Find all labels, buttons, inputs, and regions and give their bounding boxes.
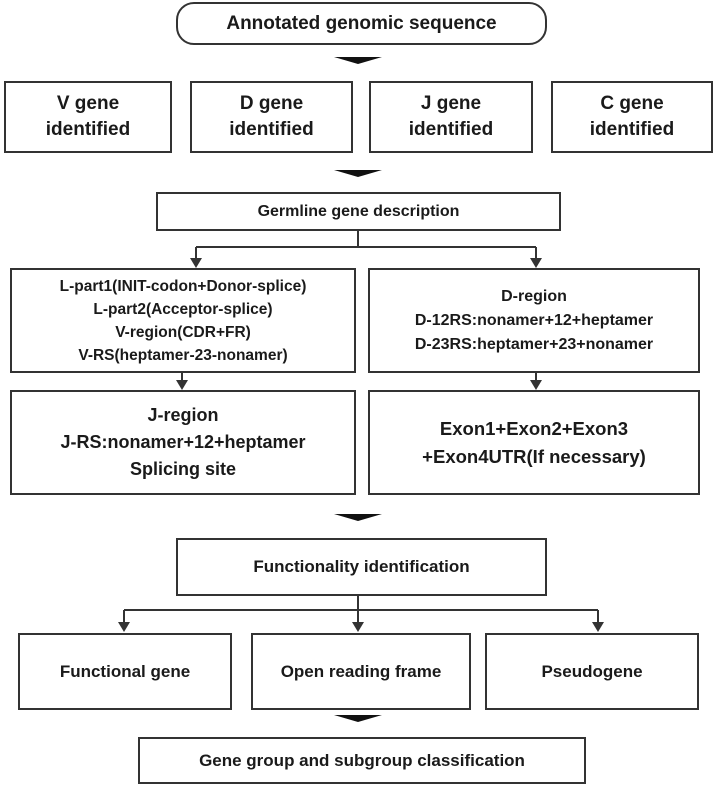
d-description-line: D-12RS:nonamer+12+heptamer — [414, 311, 654, 329]
classification-box: Gene group and subgroup classification — [138, 737, 586, 784]
d-gene-line2: identified — [229, 119, 314, 140]
v-description-line: L-part2(Acceptor-splice) — [93, 300, 273, 318]
d-gene-line1: D gene — [239, 93, 304, 114]
orf-box: Open reading frame — [251, 633, 471, 710]
c-gene-box: C gene identified — [551, 81, 713, 153]
j-description-line: J-region — [147, 405, 219, 425]
c-description-line: +Exon4UTR(If necessary) — [422, 445, 646, 467]
d-description-line: D-23RS:heptamer+23+nonamer — [414, 335, 654, 353]
pseudogene-box: Pseudogene — [485, 633, 699, 710]
v-gene-box: V gene identified — [4, 81, 172, 153]
arrowhead-functional — [118, 622, 130, 632]
orf-label: Open reading frame — [280, 661, 442, 681]
arrowhead-c — [530, 380, 542, 390]
c-gene-line2: identified — [589, 119, 675, 140]
v-gene-line2: identified — [45, 119, 131, 140]
c-description-box: Exon1+Exon2+Exon3 +Exon4UTR(If necessary… — [368, 390, 700, 495]
j-gene-box: J gene identified — [369, 81, 533, 153]
classification-label: Gene group and subgroup classification — [199, 750, 525, 770]
chevron-arrow-1 — [334, 57, 382, 64]
v-gene-line1: V gene — [56, 93, 120, 114]
arrowhead-d — [530, 258, 542, 268]
arrowhead-pseudogene — [592, 622, 604, 632]
v-description-box: L-part1(INIT-codon+Donor-splice) L-part2… — [10, 268, 356, 373]
d-description-line: D-region — [501, 287, 567, 305]
j-description-line: Splicing site — [129, 459, 237, 479]
j-gene-line1: J gene — [420, 93, 482, 114]
j-gene-line2: identified — [408, 119, 494, 140]
c-gene-line1: C gene — [600, 93, 664, 114]
functionality-label: Functionality identification — [253, 557, 470, 576]
d-description-box: D-region D-12RS:nonamer+12+heptamer D-23… — [368, 268, 700, 373]
c-description-line: Exon1+Exon2+Exon3 — [439, 417, 629, 439]
germline-box: Germline gene description — [156, 192, 561, 231]
arrowhead-v — [190, 258, 202, 268]
j-description-box: J-region J-RS:nonamer+12+heptamer Splici… — [10, 390, 356, 495]
germline-label: Germline gene description — [257, 202, 460, 220]
v-description-line: L-part1(INIT-codon+Donor-splice) — [59, 277, 307, 295]
arrowhead-orf — [352, 622, 364, 632]
arrowhead-j — [176, 380, 188, 390]
functionality-box: Functionality identification — [176, 538, 547, 596]
annotated-sequence-box: Annotated genomic sequence — [176, 2, 547, 45]
j-description-line: J-RS:nonamer+12+heptamer — [60, 432, 306, 452]
v-description-line: V-RS(heptamer-23-nonamer) — [78, 346, 288, 364]
functional-gene-box: Functional gene — [18, 633, 232, 710]
annotated-sequence-label: Annotated genomic sequence — [226, 12, 497, 34]
v-description-line: V-region(CDR+FR) — [115, 323, 251, 341]
chevron-arrow-3 — [334, 514, 382, 521]
chevron-arrow-2 — [334, 170, 382, 177]
d-gene-box: D gene identified — [190, 81, 353, 153]
functional-gene-label: Functional gene — [59, 661, 191, 681]
chevron-arrow-4 — [334, 715, 382, 722]
pseudogene-label: Pseudogene — [541, 661, 643, 681]
